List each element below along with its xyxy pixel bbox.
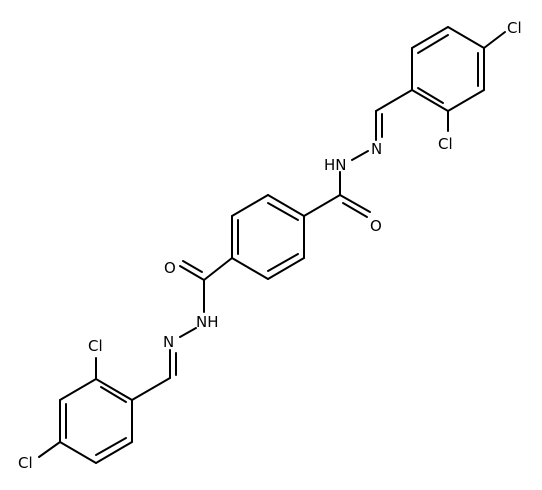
lower-hydrazone — [131, 279, 205, 401]
bond — [203, 257, 233, 281]
nitrogen-atom-label: N — [371, 140, 382, 158]
lower-aryl-ring — [38, 357, 133, 464]
bond — [231, 194, 269, 217]
bond — [447, 89, 485, 112]
bond-to-cl — [38, 441, 61, 458]
bond — [447, 26, 485, 49]
bond — [95, 441, 133, 464]
double-bond — [342, 202, 368, 218]
double-bond — [339, 194, 371, 213]
nitrogen-atom-label: N — [163, 333, 174, 351]
aromatic-bond — [100, 386, 127, 403]
bond — [179, 327, 197, 338]
aromatic-bond — [267, 253, 299, 272]
aromatic-bond — [267, 202, 299, 221]
chlorine-atom-label: Cl — [438, 135, 453, 153]
bond — [351, 150, 369, 161]
bond — [231, 257, 269, 280]
bond — [267, 257, 305, 280]
bond — [411, 26, 449, 49]
oxygen-atom-label: O — [370, 217, 382, 235]
bond — [411, 89, 449, 112]
bond — [267, 194, 305, 217]
chlorine-atom-label: Cl — [88, 337, 103, 355]
aromatic-bond — [95, 437, 127, 456]
aromatic-bond — [417, 87, 444, 104]
upper-hydrazone — [339, 89, 413, 196]
chlorine-atom-label: Cl — [18, 454, 33, 472]
nh-group-label: HN — [324, 156, 347, 174]
bond-to-cl — [483, 31, 506, 49]
aromatic-bond — [417, 34, 449, 54]
bond — [375, 89, 413, 112]
chlorine-atom-label: Cl — [507, 19, 522, 37]
double-bond — [179, 265, 205, 281]
bond — [59, 378, 97, 401]
bond — [59, 441, 97, 464]
bond — [95, 378, 133, 401]
upper-carbonyl — [303, 194, 371, 218]
oxygen-atom-label: O — [164, 259, 176, 277]
bond — [303, 194, 341, 217]
lower-carbonyl — [179, 257, 233, 281]
bond — [131, 377, 171, 401]
central-benzene-ring — [231, 194, 305, 280]
double-bond — [182, 260, 203, 273]
nh-group-label: NH — [196, 313, 219, 331]
upper-aryl-ring — [411, 26, 506, 132]
